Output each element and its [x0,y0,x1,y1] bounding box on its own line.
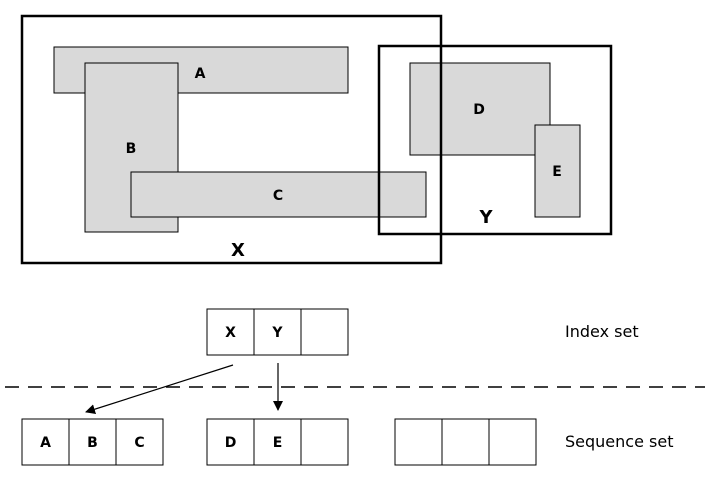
index-cell [253,308,302,356]
sequence-cell [488,418,537,466]
sequence-cell-label: B [87,435,98,451]
sequence-set-label: Sequence set [565,432,673,451]
rect-b-label: B [126,141,137,157]
sequence-cell-label: C [134,435,144,451]
data-rectangles [53,46,581,233]
rect-c-label: C [273,188,283,204]
bounding-regions [20,14,613,265]
index-set-node: X Y [206,308,349,356]
sequence-cell [394,418,443,466]
pointers [85,363,283,415]
sequence-cell-label: D [225,435,237,451]
region-y-label: Y [478,207,493,228]
sequence-cell-label: A [40,435,51,451]
sequence-cell [253,418,302,466]
index-cell [206,308,255,356]
rect-e [534,124,581,218]
rect-e-label: E [552,164,562,180]
sequence-cell-label: E [273,435,283,451]
region-x-label: X [231,240,245,261]
rect-d-label: D [473,102,485,118]
sequence-node-2: D E [206,418,349,466]
index-cell [300,308,349,356]
index-cell-label: Y [271,325,283,341]
sequence-cell [300,418,349,466]
pointer-x-arrow [85,364,234,415]
sequence-cell [21,418,70,466]
sequence-node-3 [394,418,537,466]
rect-a-label: A [195,66,206,82]
region-labels: X Y [231,207,493,261]
sequence-cell [441,418,490,466]
rectangle-labels: A B C D E [126,66,562,204]
index-set-label: Index set [565,322,639,341]
index-cell-label: X [225,325,236,341]
rect-c [130,171,427,218]
rect-d [409,62,551,156]
region-y [377,44,613,236]
sequence-cell [206,418,255,466]
sequence-node-1: A B C [21,418,164,466]
sequence-cell [68,418,117,466]
sequence-cell [115,418,164,466]
region-x [20,14,443,265]
